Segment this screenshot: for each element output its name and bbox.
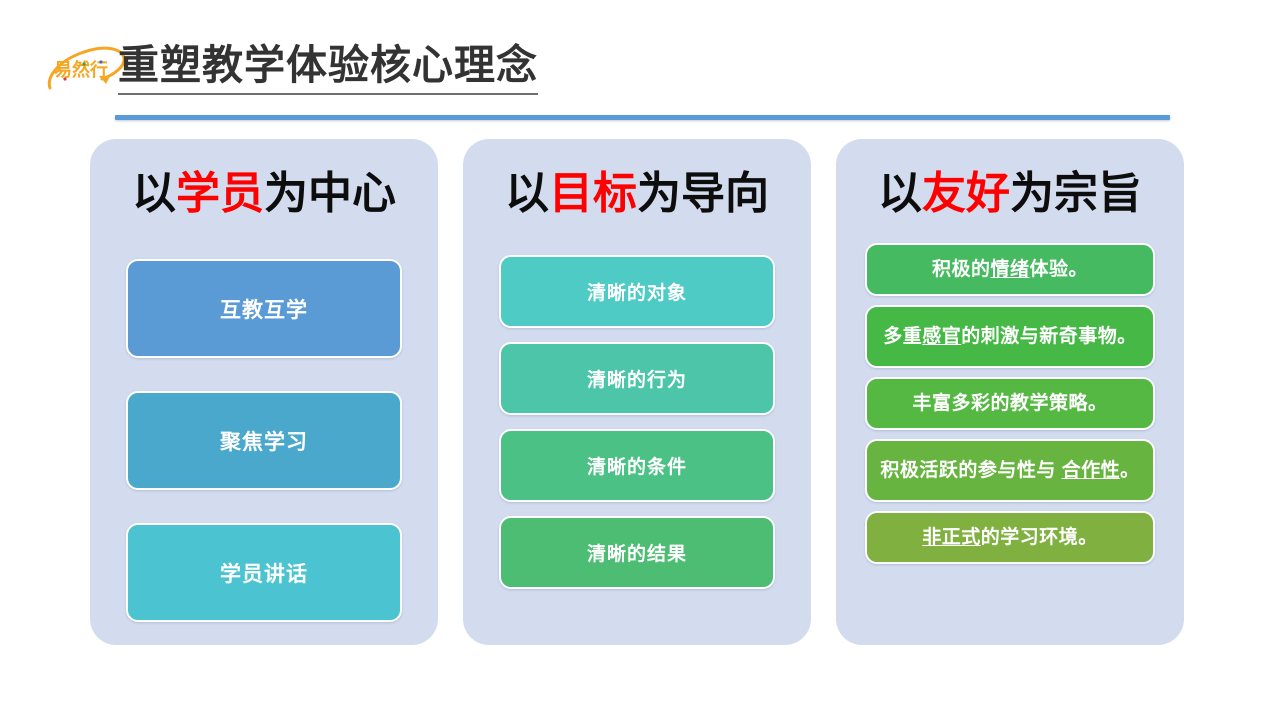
card-label: 积极的情绪体验。 bbox=[932, 255, 1088, 285]
yiranxing-logo: 易然行 bbox=[44, 38, 128, 94]
card-text-pre: 多重 bbox=[883, 325, 923, 347]
card-item[interactable]: 互教互学 bbox=[126, 259, 402, 358]
card-text-underlined: 非正式 bbox=[922, 526, 981, 548]
panel-goal-oriented: 以目标为导向 清晰的对象 清晰的行为 清晰的条件 清晰的结果 bbox=[463, 139, 811, 645]
heading-prefix-2: 以 bbox=[505, 169, 549, 218]
card-text-post: 。 bbox=[1120, 459, 1140, 481]
card-label: 清晰的对象 bbox=[586, 283, 687, 304]
card-item[interactable]: 丰富多彩的教学策略。 bbox=[865, 377, 1155, 430]
heading-suffix-3: 为宗旨 bbox=[1010, 169, 1142, 218]
card-item[interactable]: 清晰的结果 bbox=[499, 516, 775, 589]
page-title: 重塑教学体验核心理念 bbox=[118, 38, 538, 95]
card-list-2: 清晰的对象 清晰的行为 清晰的条件 清晰的结果 bbox=[463, 255, 811, 645]
card-list-3: 积极的情绪体验。 多重感官的刺激与新奇事物。 丰富多彩的教学策略。 积极活跃的参… bbox=[836, 243, 1184, 645]
card-list-1: 互教互学 聚焦学习 学员讲话 bbox=[90, 259, 438, 645]
card-label: 非正式的学习环境。 bbox=[922, 523, 1098, 553]
card-label: 学员讲话 bbox=[220, 562, 308, 586]
card-text-pre: 积极活跃的参与性与 bbox=[880, 459, 1062, 481]
card-label: 清晰的行为 bbox=[586, 370, 687, 391]
heading-prefix-1: 以 bbox=[132, 169, 176, 218]
panel-learner-centered: 以学员为中心 互教互学 聚焦学习 学员讲话 bbox=[90, 139, 438, 645]
panel-friendly-purpose: 以友好为宗旨 积极的情绪体验。 多重感官的刺激与新奇事物。 丰富多彩的教学策略。… bbox=[836, 139, 1184, 645]
card-text-underlined: 合作性 bbox=[1061, 459, 1121, 481]
heading-highlight-2: 目标 bbox=[549, 169, 637, 218]
heading-suffix-1: 为中心 bbox=[264, 169, 396, 218]
card-item[interactable]: 聚焦学习 bbox=[126, 391, 402, 490]
card-text-underlined: 情绪 bbox=[990, 258, 1030, 280]
card-text-post: 的刺激与新奇事物。 bbox=[961, 325, 1137, 347]
title-divider-rule bbox=[115, 115, 1170, 120]
heading-suffix-2: 为导向 bbox=[637, 169, 769, 218]
panel-heading-2: 以目标为导向 bbox=[505, 163, 769, 225]
slide-header: 易然行 重塑教学体验核心理念 bbox=[0, 0, 1269, 130]
card-label: 清晰的条件 bbox=[586, 457, 687, 478]
card-label: 多重感官的刺激与新奇事物。 bbox=[883, 322, 1137, 352]
card-item[interactable]: 积极活跃的参与性与 合作性。 bbox=[865, 439, 1155, 502]
card-item[interactable]: 清晰的条件 bbox=[499, 429, 775, 502]
heading-prefix-3: 以 bbox=[878, 169, 922, 218]
card-text-post: 体验。 bbox=[1029, 258, 1089, 280]
card-item[interactable]: 清晰的对象 bbox=[499, 255, 775, 328]
card-text-post: 的学习环境。 bbox=[980, 526, 1098, 548]
card-label: 互教互学 bbox=[220, 298, 308, 322]
card-label: 丰富多彩的教学策略。 bbox=[912, 389, 1107, 419]
card-label: 聚焦学习 bbox=[220, 430, 308, 454]
card-item[interactable]: 学员讲话 bbox=[126, 523, 402, 622]
heading-highlight-3: 友好 bbox=[922, 169, 1010, 218]
card-label: 积极活跃的参与性与 合作性。 bbox=[880, 456, 1139, 486]
card-label: 清晰的结果 bbox=[586, 544, 687, 565]
card-text-pre: 积极的 bbox=[931, 258, 991, 280]
panel-heading-1: 以学员为中心 bbox=[132, 163, 396, 225]
concept-columns: 以学员为中心 互教互学 聚焦学习 学员讲话 以目标为导向 清晰 bbox=[0, 139, 1269, 649]
heading-highlight-1: 学员 bbox=[176, 169, 264, 218]
card-item[interactable]: 多重感官的刺激与新奇事物。 bbox=[865, 305, 1155, 368]
panel-heading-3: 以友好为宗旨 bbox=[878, 163, 1142, 225]
svg-text:易然行: 易然行 bbox=[54, 59, 108, 80]
card-text-pre: 丰富多彩的教学策略。 bbox=[912, 392, 1108, 414]
card-item[interactable]: 清晰的行为 bbox=[499, 342, 775, 415]
card-text-underlined: 感官 bbox=[922, 325, 962, 347]
card-item[interactable]: 积极的情绪体验。 bbox=[865, 243, 1155, 296]
card-item[interactable]: 非正式的学习环境。 bbox=[865, 511, 1155, 564]
